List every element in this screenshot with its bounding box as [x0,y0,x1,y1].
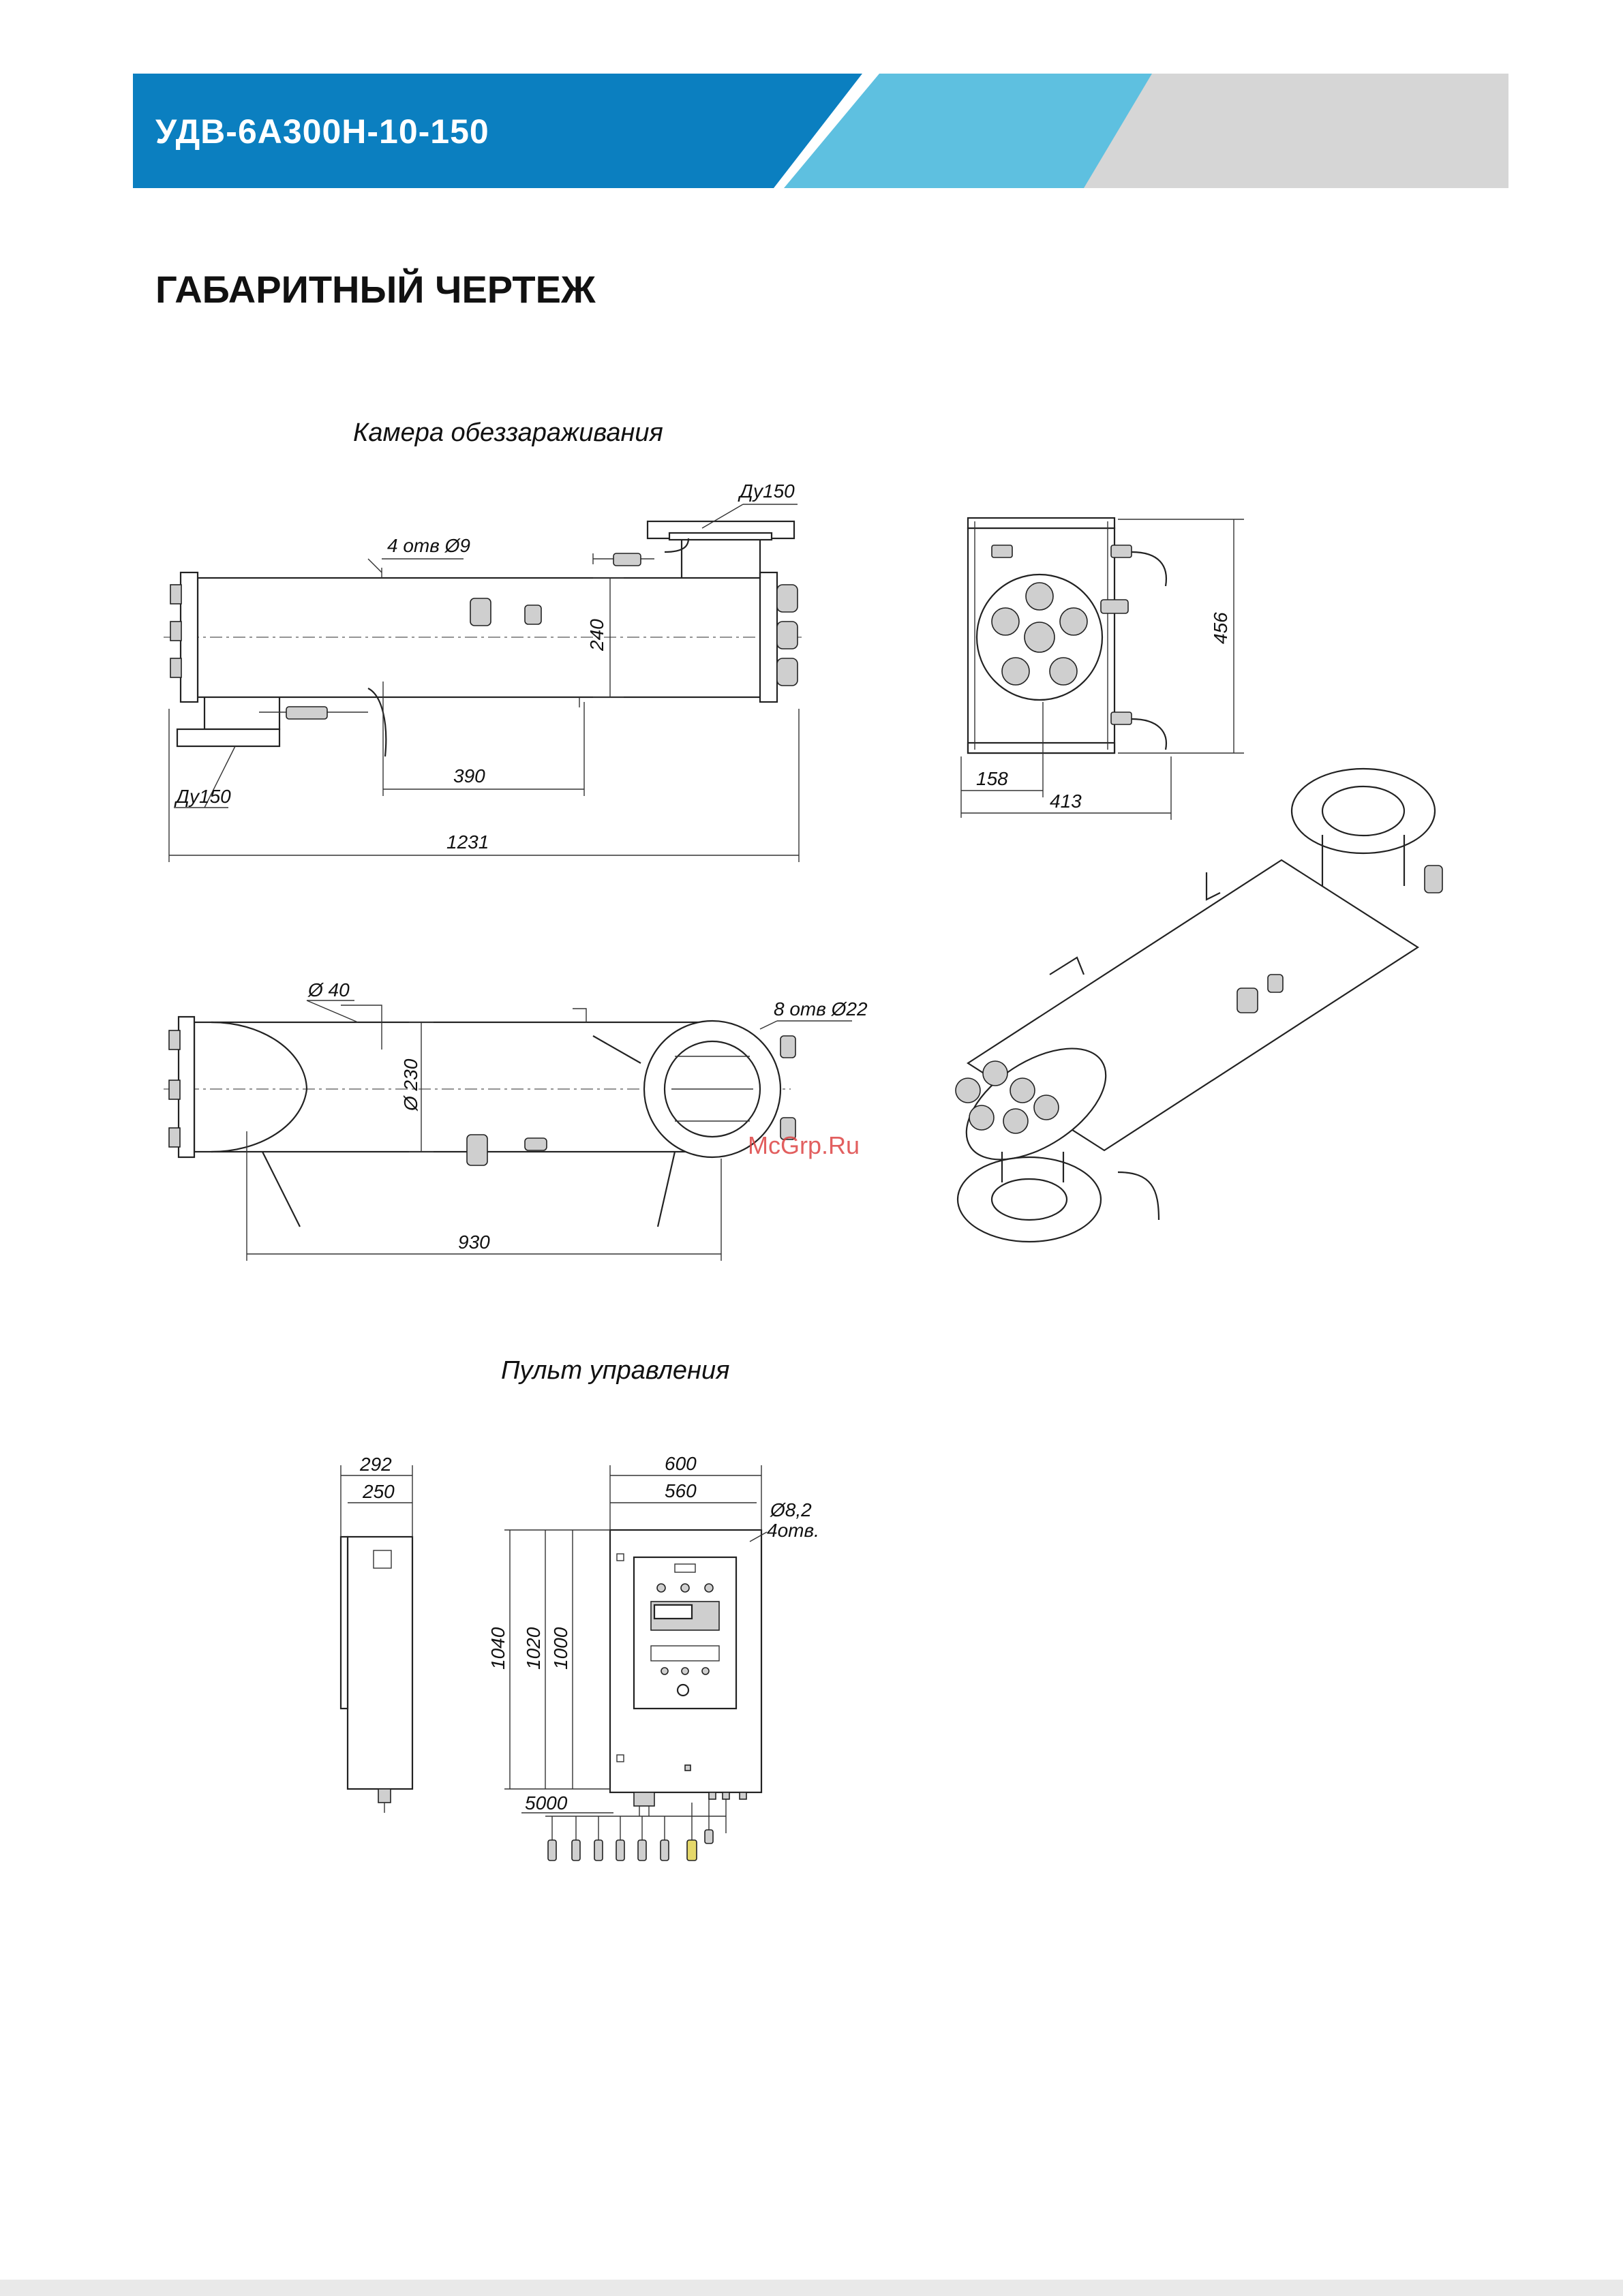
panel-side-dimensions: 292 250 [341,1454,412,1537]
chamber-side-view [968,518,1166,753]
width-560-label: 560 [665,1480,697,1501]
depth-292-label: 292 [359,1454,392,1475]
offset-158-label: 158 [976,768,1008,789]
panel-side-body [348,1537,412,1789]
footer-strip [0,2280,1623,2296]
chamber-front-view [164,521,804,756]
height-240-label: 240 [586,619,607,652]
height-456-label: 456 [1210,612,1231,644]
hole-count-label: 4отв. [767,1520,819,1541]
chamber-isometric-view [947,769,1442,1242]
watermark: McGrp.Ru [748,1131,860,1160]
width-600-label: 600 [665,1453,697,1474]
control-panel-side-view [341,1537,412,1813]
height-1000-label: 1000 [550,1627,571,1670]
spacing-390-label: 390 [453,765,485,786]
top-inlet-label: Ду150 [738,480,795,502]
length-1231-label: 1231 [446,831,489,853]
control-panel-front-view [545,1530,761,1861]
flange-holes-label: 8 отв Ø22 [774,998,868,1020]
depth-250-label: 250 [362,1481,395,1502]
height-1040-label: 1040 [487,1627,509,1670]
cable-length-label: 5000 [525,1792,568,1813]
hole-dia-label: Ø8,2 [770,1499,812,1520]
bracket-dia-label: Ø 40 [307,979,350,1000]
holes-label: 4 отв Ø9 [387,535,470,556]
length-930-label: 930 [458,1231,490,1253]
diameter-230-label: Ø 230 [400,1058,421,1112]
height-1020-label: 1020 [523,1627,544,1670]
bottom-inlet-label: Ду150 [174,786,231,807]
chamber-top-view [164,1005,795,1227]
width-413-label: 413 [1050,791,1082,812]
top-view-body [194,1022,712,1152]
